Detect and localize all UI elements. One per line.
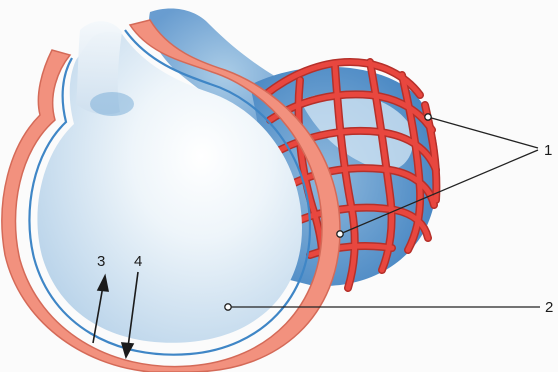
pointer-dot-1b (337, 231, 343, 237)
label-2: 2 (545, 300, 553, 315)
label-3: 3 (97, 254, 105, 269)
label-1: 1 (544, 143, 552, 158)
airway-shadow (90, 92, 134, 116)
pointer-dot-1a (425, 114, 431, 120)
leader-line-1a (428, 117, 538, 148)
pointer-dot-2 (225, 304, 231, 310)
label-4: 4 (134, 254, 142, 269)
